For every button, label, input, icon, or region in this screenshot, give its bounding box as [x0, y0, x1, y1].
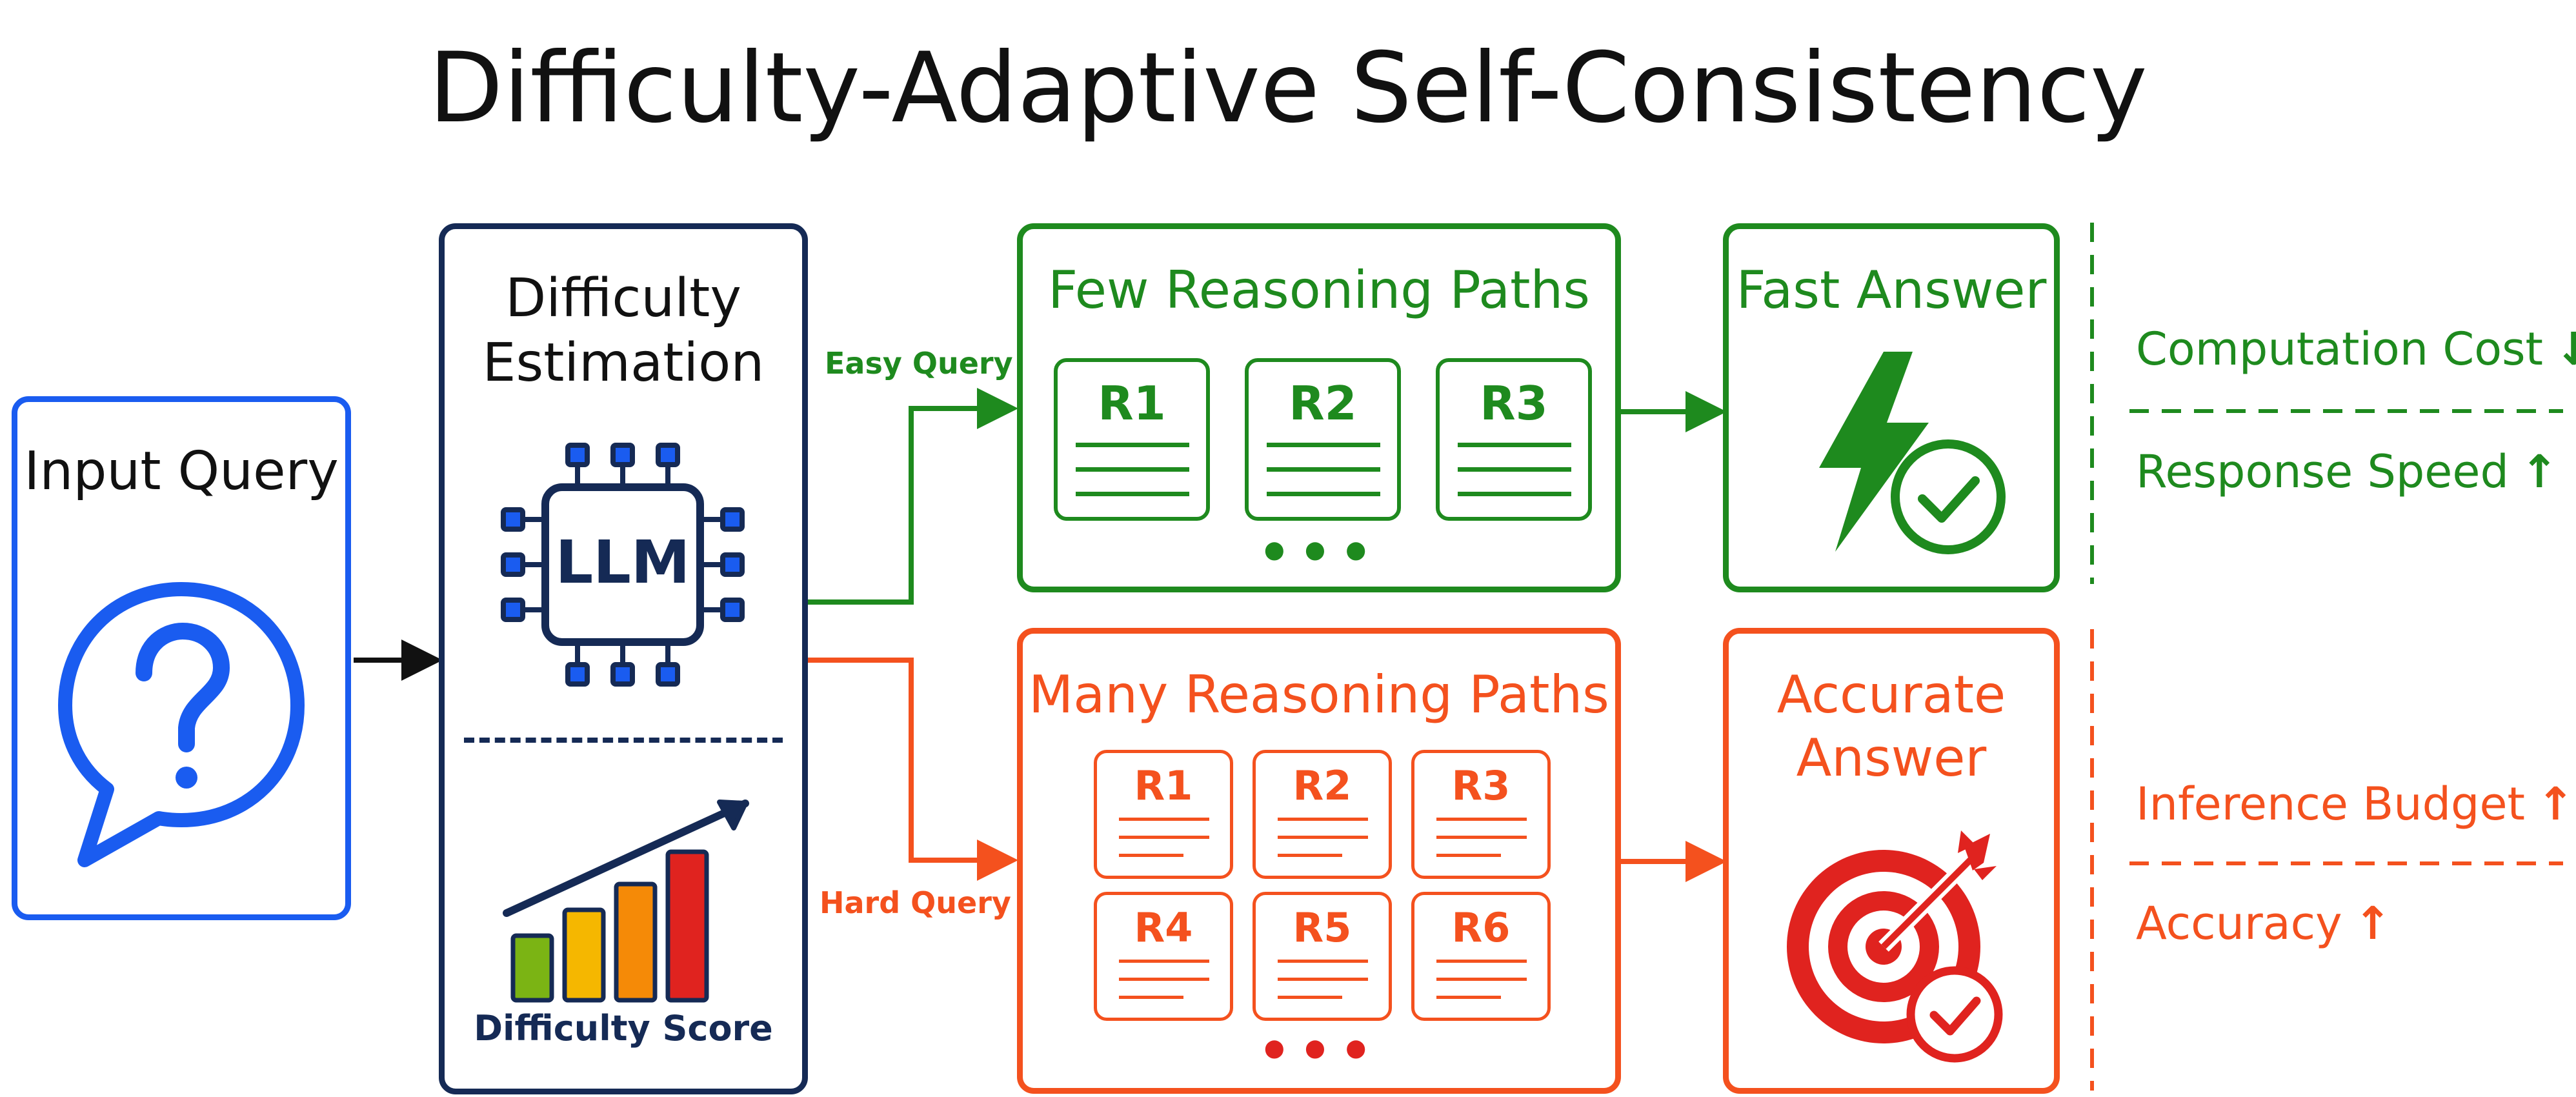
response-speed-label: Response Speed — [2136, 445, 2509, 498]
reasoning-path-card: R2 — [1245, 358, 1401, 521]
few-paths-ellipsis: ••• — [1258, 523, 1380, 583]
reasoning-path-card: R1 — [1054, 358, 1210, 521]
estimation-divider — [464, 738, 783, 743]
difficulty-estimation-box: Difficulty Estimation LLM — [439, 223, 808, 1094]
inference-budget-label: Inference Budget — [2136, 778, 2525, 830]
text-line — [1119, 854, 1183, 857]
hard-query-label: Hard Query — [820, 885, 1011, 920]
fast-answer-title: Fast Answer — [1736, 260, 2047, 320]
reasoning-path-card: R4 — [1094, 892, 1233, 1021]
reasoning-path-label: R2 — [1293, 762, 1352, 809]
few-paths-grid: R1 R2 R3 — [1023, 229, 1615, 587]
text-line — [1436, 836, 1527, 839]
many-paths-ellipsis: ••• — [1258, 1021, 1380, 1081]
reasoning-path-card: R5 — [1253, 892, 1392, 1021]
reasoning-path-label: R4 — [1134, 904, 1193, 951]
rising-bar-chart-icon — [503, 800, 749, 1003]
diagram-title: Difficulty-Adaptive Self-Consistency — [428, 32, 2148, 145]
chip-icon: LLM — [501, 443, 745, 687]
reasoning-path-card: R3 — [1436, 358, 1592, 521]
text-line — [1119, 818, 1209, 821]
text-line — [1119, 960, 1209, 963]
reasoning-path-label: R2 — [1289, 376, 1357, 430]
accurate-answer-title-line1: Accurate — [1776, 665, 2006, 725]
inference-budget-metric: Inference Budget↑ — [2136, 778, 2575, 830]
lightning-check-icon — [1819, 352, 2006, 554]
accuracy-metric: Accuracy↑ — [2136, 897, 2391, 950]
reasoning-path-card: R6 — [1411, 892, 1551, 1021]
estimation-label-line2: Estimation — [482, 332, 765, 394]
reasoning-path-label: R1 — [1134, 762, 1193, 809]
arrow-up-icon: ↑ — [2353, 897, 2392, 950]
text-line — [1458, 443, 1571, 447]
text-line — [1436, 854, 1501, 857]
text-line — [1278, 818, 1368, 821]
arrow-up-icon: ↑ — [2536, 778, 2575, 830]
many-paths-title: Many Reasoning Paths — [1029, 665, 1609, 725]
chip-label: LLM — [556, 528, 690, 597]
text-line — [1278, 996, 1342, 999]
input-query-label: Input Query — [24, 441, 339, 502]
question-bubble-icon — [58, 582, 305, 867]
text-line — [1119, 978, 1209, 981]
fast-answer-box: Fast Answer — [1723, 223, 2060, 592]
reasoning-path-card: R2 — [1253, 750, 1392, 879]
text-line — [1076, 492, 1189, 496]
text-line — [1267, 443, 1380, 447]
few-reasoning-paths-box: Few Reasoning Paths R1 R2 R3 ••• — [1017, 223, 1621, 592]
reasoning-path-card: R3 — [1411, 750, 1551, 879]
accurate-answer-title-line2: Answer — [1796, 728, 1987, 788]
accurate-answer-box: Accurate Answer — [1723, 628, 2060, 1094]
computation-cost-metric: Computation Cost↓ — [2136, 323, 2576, 376]
reasoning-path-label: R3 — [1451, 762, 1511, 809]
text-line — [1267, 492, 1380, 496]
reasoning-path-card: R1 — [1094, 750, 1233, 879]
text-line — [1076, 443, 1189, 447]
target-check-icon — [1787, 830, 2003, 1063]
text-line — [1278, 854, 1342, 857]
easy-query-arrow — [808, 388, 1018, 605]
text-line — [1436, 996, 1501, 999]
computation-cost-label: Computation Cost — [2136, 323, 2543, 376]
reasoning-path-label: R5 — [1293, 904, 1352, 951]
text-line — [1267, 467, 1380, 472]
text-line — [1119, 996, 1183, 999]
accuracy-label: Accuracy — [2136, 897, 2342, 950]
text-line — [1076, 467, 1189, 472]
difficulty-score-label: Difficulty Score — [474, 1008, 773, 1049]
few-paths-title: Few Reasoning Paths — [1048, 260, 1590, 320]
hard-query-arrow — [808, 658, 1018, 881]
text-line — [1278, 978, 1368, 981]
easy-query-label: Easy Query — [825, 346, 1013, 381]
arrow-up-icon: ↑ — [2520, 445, 2559, 498]
text-line — [1119, 836, 1209, 839]
text-line — [1436, 978, 1527, 981]
text-line — [1436, 960, 1527, 963]
text-line — [1458, 467, 1571, 472]
response-speed-metric: Response Speed↑ — [2136, 445, 2559, 498]
text-line — [1278, 960, 1368, 963]
text-line — [1458, 492, 1571, 496]
arrow-down-icon: ↓ — [2555, 323, 2576, 376]
estimation-label-line1: Difficulty — [505, 268, 741, 329]
text-line — [1278, 836, 1368, 839]
text-line — [1436, 818, 1527, 821]
reasoning-path-label: R6 — [1451, 904, 1511, 951]
reasoning-path-label: R3 — [1480, 376, 1548, 430]
input-query-box: Input Query — [12, 396, 351, 920]
reasoning-path-label: R1 — [1098, 376, 1166, 430]
